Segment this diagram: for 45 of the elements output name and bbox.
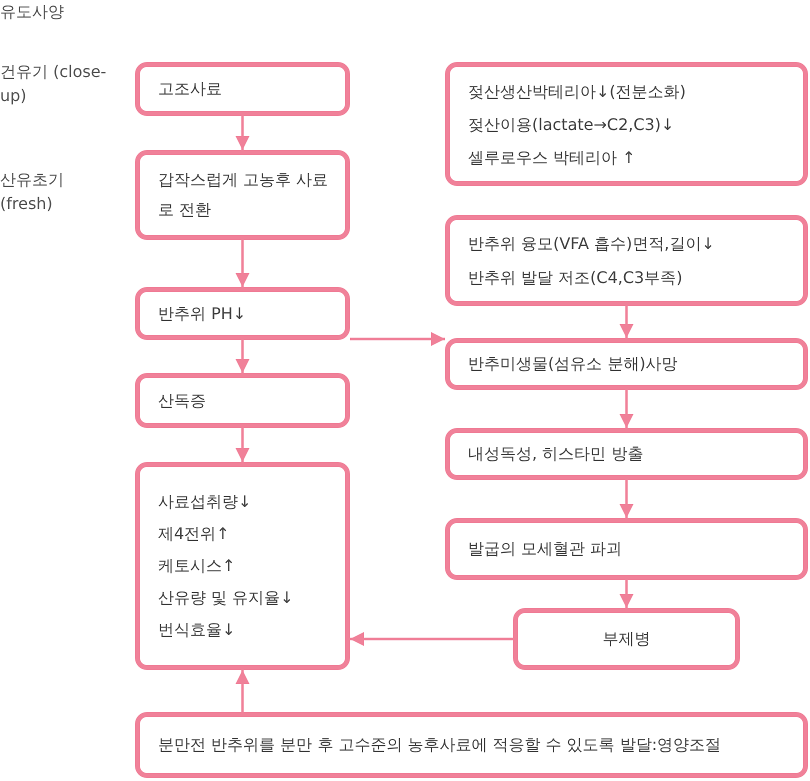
process-box bbox=[445, 62, 808, 186]
box-text: 반추위 발달 저조(C4,C3부족) bbox=[468, 266, 682, 288]
box-text: 고조사료 bbox=[158, 78, 222, 100]
process-box bbox=[445, 338, 808, 390]
process-box bbox=[445, 428, 808, 480]
box-text: 셀루로우스 박테리아 ↑ bbox=[468, 146, 636, 168]
box-text: 번식효율↓ bbox=[158, 619, 236, 641]
arrow bbox=[236, 428, 250, 462]
page-title: 유도사양 bbox=[0, 2, 64, 23]
arrow bbox=[236, 340, 250, 373]
box-text: 내성독성, 히스타민 방출 bbox=[468, 443, 644, 465]
process-box bbox=[135, 462, 350, 670]
box-text: 반추위 융모(VFA 흡수)면적,길이↓ bbox=[468, 232, 715, 254]
process-box bbox=[135, 287, 350, 340]
process-box bbox=[513, 608, 740, 670]
arrow bbox=[236, 670, 250, 712]
box-text: 반추위 PH↓ bbox=[158, 302, 246, 324]
arrow bbox=[620, 390, 634, 428]
box-text: 산독증 bbox=[158, 390, 206, 412]
arrow bbox=[236, 116, 250, 150]
box-text: 반추미생물(섬유소 분해)사망 bbox=[468, 353, 678, 375]
arrow bbox=[350, 332, 445, 346]
stage-label: 산유초기 (fresh) bbox=[0, 169, 65, 215]
box-text: 갑작스럽게 고농후 사료로 전환 bbox=[158, 169, 330, 221]
process-box bbox=[135, 712, 808, 778]
arrow bbox=[236, 240, 250, 287]
box-text: 제4전위↑ bbox=[158, 523, 230, 545]
arrow bbox=[620, 480, 634, 518]
box-text: 분만전 반추위를 분만 후 고수준의 농후사료에 적응할 수 있도록 발달:영양조절 bbox=[158, 734, 722, 756]
box-text: 부제병 bbox=[602, 628, 650, 650]
stage-label: 건유기 (close-up) bbox=[0, 61, 108, 107]
box-text: 케토시스↑ bbox=[158, 555, 236, 577]
box-text: 젖산생산박테리아↓(전분소화) bbox=[468, 80, 686, 102]
box-text: 사료섭취량↓ bbox=[158, 491, 252, 513]
box-text: 발굽의 모세혈관 파괴 bbox=[468, 538, 622, 560]
process-box bbox=[445, 215, 808, 306]
arrow bbox=[620, 306, 634, 338]
arrow bbox=[350, 632, 513, 646]
process-box bbox=[135, 373, 350, 428]
process-box bbox=[445, 518, 808, 580]
process-box bbox=[135, 62, 350, 116]
box-text: 산유량 및 유지율↓ bbox=[158, 587, 294, 609]
box-text: 젖산이용(lactate→C2,C3)↓ bbox=[468, 114, 674, 136]
arrow bbox=[620, 580, 634, 608]
process-box bbox=[135, 150, 350, 240]
